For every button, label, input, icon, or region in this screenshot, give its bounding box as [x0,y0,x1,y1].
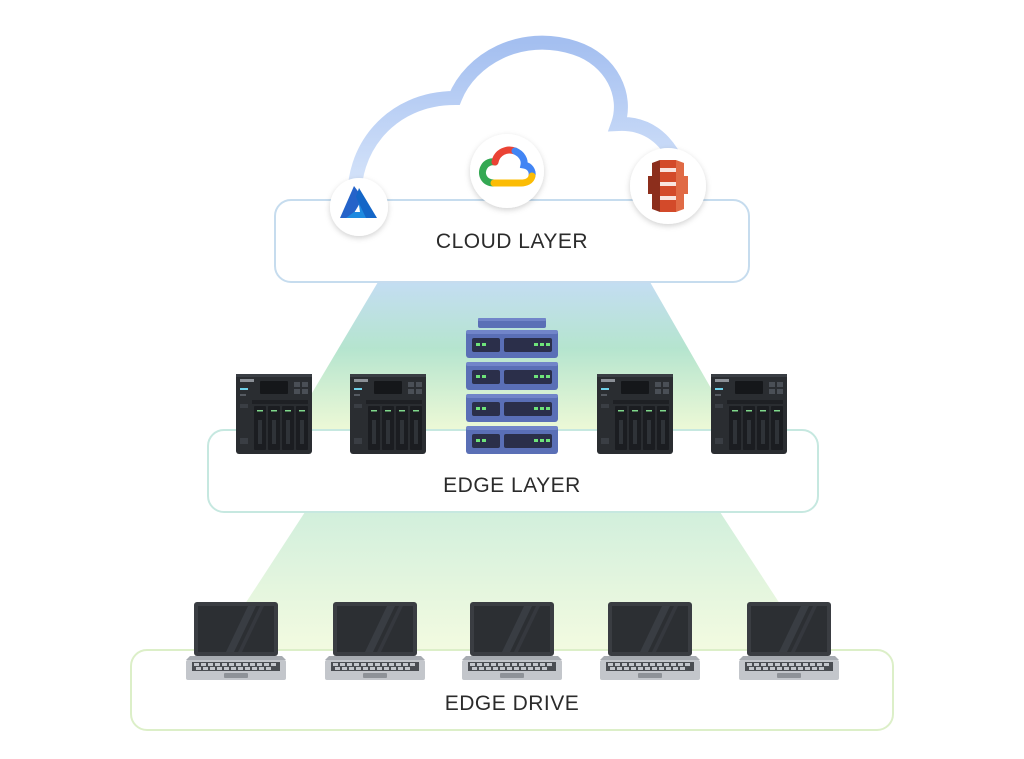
cloud-shape [347,35,693,211]
google-cloud-logo-icon [478,146,536,187]
nas-device-icon [236,374,312,454]
google-cloud-icon [470,134,544,208]
azure-logo-icon [340,186,377,218]
nas-device-icon [711,374,787,454]
rack-server-icon [466,318,558,454]
cloud-layer-label: CLOUD LAYER [435,230,589,253]
azure-icon [330,178,388,236]
laptop-icon [325,602,425,680]
edge-drive-label: EDGE DRIVE [444,692,580,715]
laptop-icon [186,602,286,680]
aws-s3-logo-icon [648,160,688,212]
nas-device-icon [597,374,673,454]
edge-layer-label: EDGE LAYER [443,474,581,497]
laptop-icon [739,602,839,680]
nas-device-icon [350,374,426,454]
laptop-icon [600,602,700,680]
laptop-icon [462,602,562,680]
